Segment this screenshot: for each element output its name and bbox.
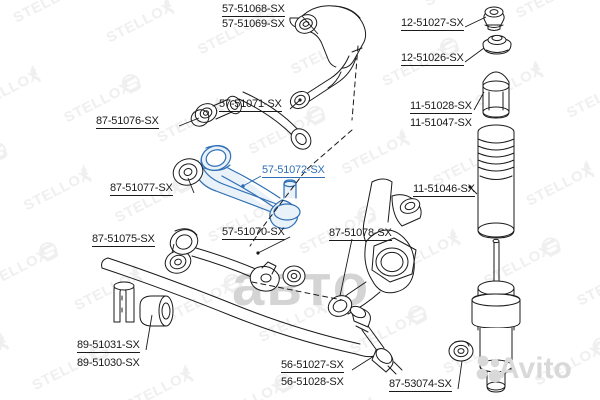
leader-12-51027 bbox=[464, 16, 487, 28]
part-label-57-51072-sx[interactable]: 57-51072-SX bbox=[262, 164, 325, 178]
leader-57-51068 bbox=[301, 15, 319, 35]
part-label-11-51046-sx[interactable]: 11-51046-SX bbox=[413, 183, 475, 197]
part-label-56-51027-sx[interactable]: 56-51027-SX bbox=[281, 359, 344, 373]
leader-87-51075 bbox=[171, 243, 175, 254]
part-label-87-51076-sx[interactable]: 87-51076-SX bbox=[96, 115, 159, 129]
part-label-87-53074-sx[interactable]: 87-53074-SX bbox=[389, 378, 452, 392]
leader-89-51030 bbox=[145, 314, 153, 351]
leader-87-51078 bbox=[339, 238, 353, 297]
part-label-87-51075-sx[interactable]: 87-51075-SX bbox=[92, 233, 155, 247]
leader-dot-57-51072 bbox=[241, 184, 245, 188]
part-label-56-51028-sx[interactable]: 56-51028-SX bbox=[281, 376, 344, 388]
leader-57-51072-highlight bbox=[242, 175, 262, 187]
part-label-11-51028-sx[interactable]: 11-51028-SX bbox=[410, 100, 472, 114]
leader-87-51076 bbox=[178, 117, 200, 127]
leader-57-51071 bbox=[289, 99, 301, 110]
part-label-89-51031-sx[interactable]: 89-51031-SX bbox=[77, 339, 140, 353]
part-label-87-51078-sx[interactable]: 87-51078-SX bbox=[329, 227, 392, 241]
leader-56-51027 bbox=[351, 355, 375, 371]
part-label-57-51071-sx[interactable]: 57-51071-SX bbox=[219, 98, 282, 112]
leader-87-53074 bbox=[457, 360, 463, 390]
leader-12-51026 bbox=[464, 47, 485, 63]
leader-87-51077 bbox=[187, 177, 195, 194]
part-label-57-51068-sx[interactable]: 57-51068-SX bbox=[222, 3, 285, 17]
part-label-12-51026-sx[interactable]: 12-51026-SX bbox=[401, 52, 464, 66]
leader-11-51028 bbox=[473, 91, 485, 111]
part-label-57-51069-sx[interactable]: 57-51069-SX bbox=[222, 18, 285, 30]
leader-dot-57-51070 bbox=[256, 251, 260, 255]
part-label-57-51070-sx[interactable]: 57-51070-SX bbox=[222, 226, 285, 240]
leader-dot-57-51071 bbox=[298, 98, 302, 102]
part-label-12-51027-sx[interactable]: 12-51027-SX bbox=[401, 17, 464, 31]
part-label-11-51047-sx[interactable]: 11-51047-SX bbox=[410, 117, 472, 129]
part-label-87-51077-sx[interactable]: 87-51077-SX bbox=[110, 182, 173, 196]
part-label-89-51030-sx[interactable]: 89-51030-SX bbox=[77, 357, 140, 369]
